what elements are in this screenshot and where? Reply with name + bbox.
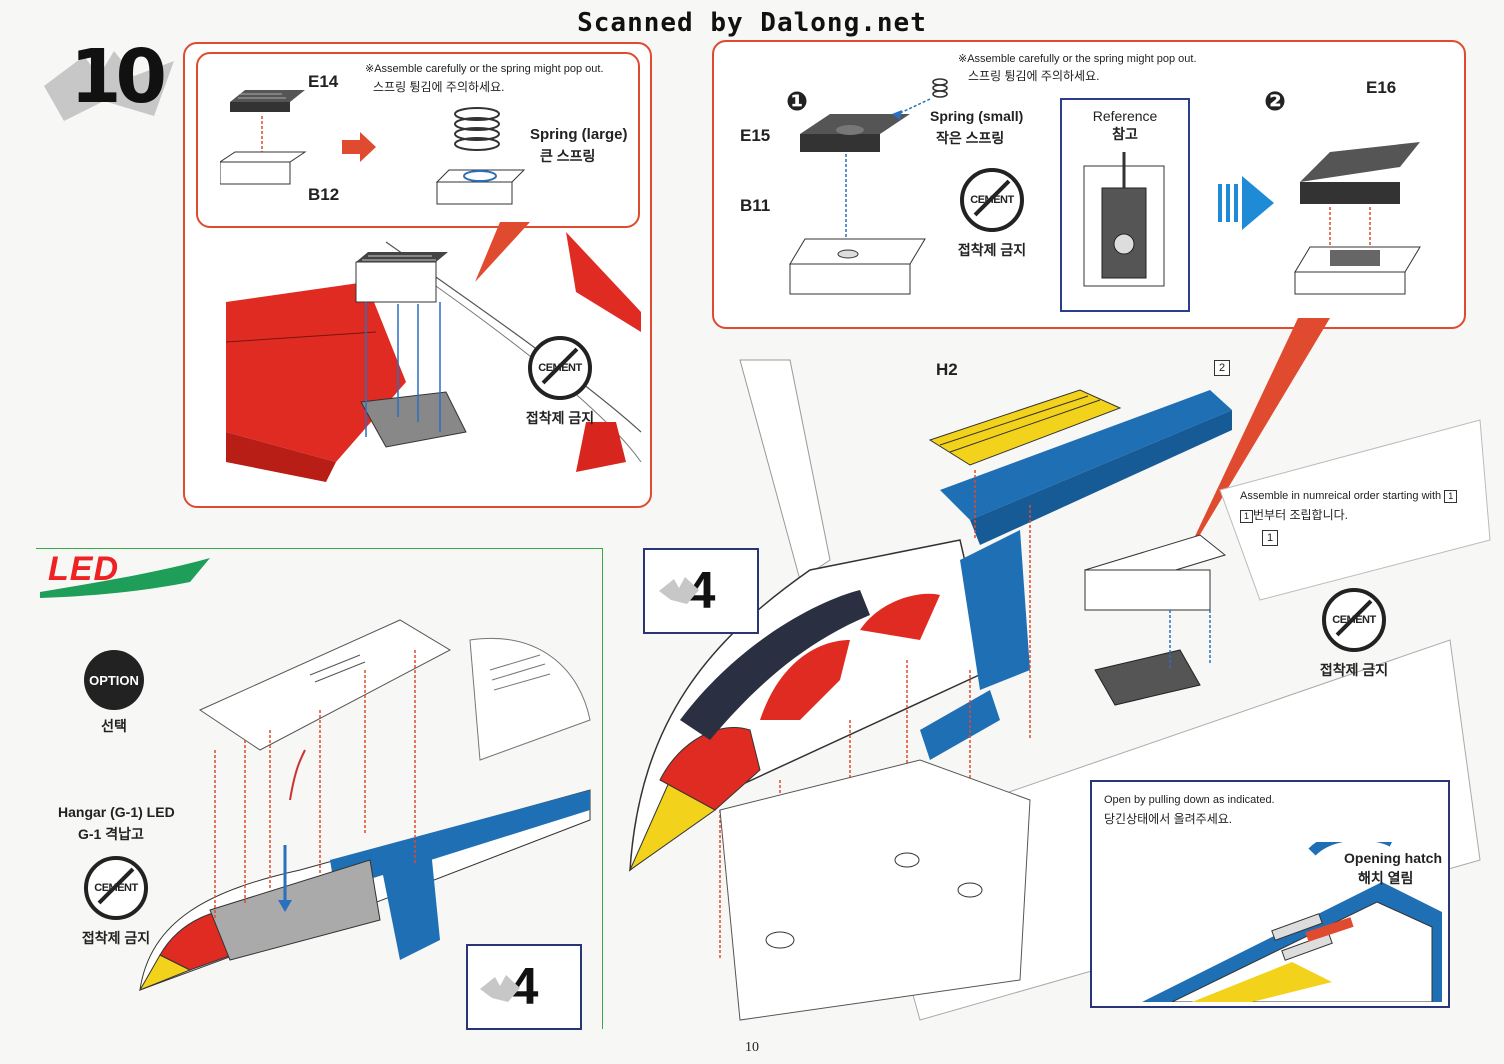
part-b12-label: B12 (308, 185, 340, 204)
step-ref-box-left: 4 (466, 944, 582, 1030)
option-badge: OPTION 선택 (84, 650, 144, 736)
hatch-label-kr: 해치 열림 (1358, 870, 1414, 886)
led-logo: LED (40, 550, 210, 598)
part-b11-label: B11 (740, 196, 771, 215)
part-e14-label: E14 (308, 72, 339, 91)
wing-mechanism-illustration (225, 232, 642, 482)
step-number: 10 (70, 34, 167, 120)
subpanel-left (196, 52, 640, 228)
substep-2-marker: ❷ (1264, 86, 1287, 116)
no-cement-label-kr: 접착제 금지 (957, 242, 1027, 258)
no-cement-icon: CEMENT (960, 168, 1024, 232)
no-cement-icon: CEMENT (1322, 588, 1386, 652)
no-cement-badge-main: CEMENT 접착제 금지 (1314, 588, 1394, 680)
scan-header: Scanned by Dalong.net (577, 8, 927, 38)
hangar-led-label-kr: G-1 격납고 (78, 826, 144, 842)
spring-large-label-kr: 큰 스프링 (540, 148, 596, 164)
step-badge (44, 46, 174, 131)
e16-assembly (1294, 142, 1421, 295)
spring-small-label: Spring (small) (930, 108, 1024, 124)
callout-pointer (475, 222, 530, 282)
option-icon: OPTION (84, 650, 144, 710)
reference-label: Reference (1092, 108, 1158, 124)
spring-large-label: Spring (large) (530, 126, 628, 143)
bat-wing-icon (659, 577, 699, 604)
hatch-label: Opening hatch (1344, 850, 1442, 866)
hangar-led-illustration (138, 619, 591, 991)
no-cement-badge-right: CEMENT 접착제 금지 (952, 168, 1032, 260)
order-2-marker: 2 (1214, 360, 1230, 376)
part-e15-label: E15 (740, 126, 771, 145)
hatch-note-kr: 당긴상태에서 올려주세요. (1104, 812, 1233, 826)
order-1-marker: 1 (1262, 530, 1278, 546)
reference-box: Reference 참고 (1060, 98, 1190, 312)
hangar-led-label: Hangar (G-1) LED (58, 804, 175, 820)
part-e16-label: E16 (1366, 78, 1397, 97)
no-cement-badge-left: CEMENT 접착제 금지 (520, 336, 600, 428)
no-cement-icon: CEMENT (528, 336, 592, 400)
order-note-en: Assemble in numreical order starting wit… (1240, 490, 1458, 503)
no-cement-label-kr: 접착제 금지 (81, 930, 151, 946)
spring-large-assembly (435, 107, 526, 205)
hatch-inset: Open by pulling down as indicated. 당긴상태에… (1090, 780, 1450, 1008)
spring-note-kr: 스프링 튕김에 주의하세요. (373, 80, 505, 94)
spring-note-kr-right: 스프링 튕김에 주의하세요. (968, 69, 1100, 83)
no-cement-label-kr: 접착제 금지 (525, 410, 595, 426)
e14-b12-parts (220, 90, 307, 185)
substep-1-marker: ❶ (786, 86, 809, 116)
step-ref-box-right: 4 (643, 548, 759, 634)
page-number: 10 (745, 1040, 759, 1055)
arrow-right-blue-icon (1218, 176, 1274, 230)
arrow-right-icon (342, 132, 376, 162)
spring-small-label-kr: 작은 스프링 (936, 130, 1005, 146)
bat-wing-icon (480, 975, 520, 1002)
reference-label-kr: 참고 (1112, 126, 1138, 142)
hatch-note-en: Open by pulling down as indicated. (1104, 794, 1275, 806)
no-cement-icon: CEMENT (84, 856, 148, 920)
e15-b11-parts (789, 78, 948, 295)
led-swoosh-icon (40, 558, 210, 598)
spring-note-en: ※Assemble carefully or the spring might … (365, 63, 604, 75)
part-h2-label: H2 (936, 360, 958, 379)
spring-note-en-right: ※Assemble carefully or the spring might … (958, 53, 1197, 65)
reference-illustration (1083, 152, 1165, 287)
led-section-border (36, 548, 603, 1029)
bat-wing-icon (44, 51, 174, 121)
callout-pointer (1180, 318, 1330, 568)
no-cement-label-kr: 접착제 금지 (1319, 662, 1389, 678)
no-cement-badge-led: CEMENT 접착제 금지 (76, 856, 156, 948)
option-label-kr: 선택 (101, 718, 127, 734)
hatch-illustration (1142, 842, 1442, 1002)
